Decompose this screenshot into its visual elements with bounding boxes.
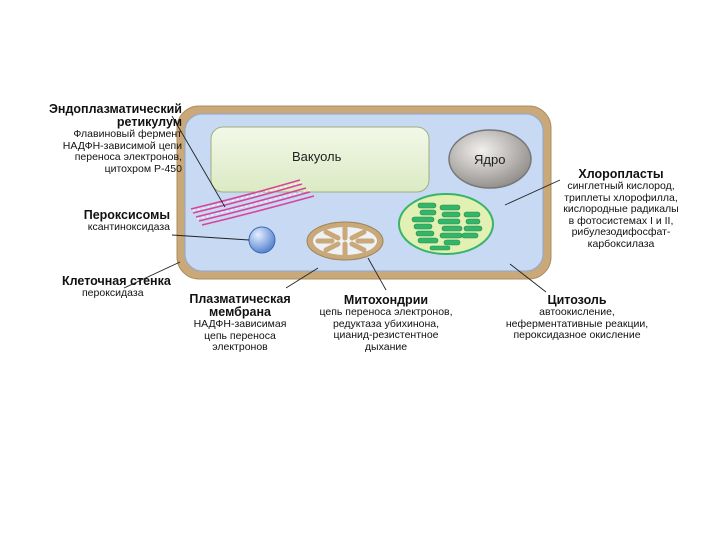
er-line: НАДФН-зависимой цепи — [62, 139, 182, 152]
chloroplasts-line: триплеты хлорофилла, — [564, 191, 678, 204]
mitochondria-line: редуктаза убихинона, — [332, 317, 440, 330]
mitochondrion — [306, 221, 384, 261]
chloroplasts-line: в фотосистемах I и II, — [568, 214, 674, 227]
peroxisomes-title: Пероксисомы — [83, 208, 170, 222]
cell-wall-line: пероксидаза — [82, 287, 144, 299]
chloroplast — [398, 193, 494, 255]
plasma-membrane-label: Плазматическая мембрана НАДФН-зависимая … — [180, 293, 300, 354]
nucleus-label: Ядро — [474, 152, 506, 167]
mitochondria-line: цепь переноса электронов, — [319, 306, 453, 318]
cytosol-label: Цитозоль автоокисление, неферментативные… — [494, 294, 660, 342]
endoplasmic-reticulum — [190, 179, 315, 226]
chloroplasts-line: рибулезодифосфат- — [571, 226, 671, 238]
vacuole-label: Вакуоль — [292, 149, 342, 164]
vacuole — [210, 126, 430, 193]
peroxisomes-label: Пероксисомы ксантиноксидаза — [84, 209, 170, 234]
chloroplasts-line: синглетный кислород, — [567, 180, 675, 192]
plasma-membrane-title: Плазматическая — [189, 292, 291, 306]
mitochondria-title: Митохондрии — [343, 293, 429, 307]
cell-wall-label: Клеточная стенка пероксидаза — [62, 275, 171, 300]
er-line: Флавиновый фермент — [73, 128, 182, 140]
er-label: Эндоплазматический ретикулум Флавиновый … — [49, 103, 182, 175]
plasma-membrane-line: электронов — [212, 341, 268, 353]
chloroplasts-line: карбоксилаза — [587, 237, 655, 250]
cytosol-line: пероксидазное окисление — [513, 329, 641, 341]
er-line: цитохром Р-450 — [104, 162, 182, 175]
chloroplasts-line: кислородные радикалы — [563, 203, 679, 215]
cytosol-line: неферментативные реакции, — [505, 317, 649, 330]
mitochondria-line: дыхание — [364, 340, 408, 353]
er-title: Эндоплазматический — [49, 102, 182, 116]
chloroplasts-label: Хлоропласты синглетный кислород, триплет… — [553, 168, 689, 250]
cytosol-title: Цитозоль — [547, 293, 607, 307]
leader-lines — [123, 115, 561, 293]
er-line: переноса электронов, — [74, 151, 182, 163]
cytosol-line: автоокисление, — [539, 306, 615, 318]
mitochondria-label: Митохондрии цепь переноса электронов, ре… — [311, 294, 461, 353]
mitochondria-line: цианид-резистентное — [333, 329, 439, 341]
plasma-membrane-line: НАДФН-зависимая — [193, 318, 287, 330]
cell-wall-title: Клеточная стенка — [62, 274, 171, 288]
chloroplasts-title: Хлоропласты — [578, 167, 664, 181]
plasma-membrane-line: цепь переноса — [204, 329, 276, 342]
peroxisome — [248, 226, 276, 254]
peroxisomes-line: ксантиноксидаза — [87, 221, 170, 233]
er-title: ретикулум — [116, 115, 182, 129]
nucleus — [448, 129, 532, 189]
plasma-membrane-title: мембрана — [209, 305, 271, 319]
